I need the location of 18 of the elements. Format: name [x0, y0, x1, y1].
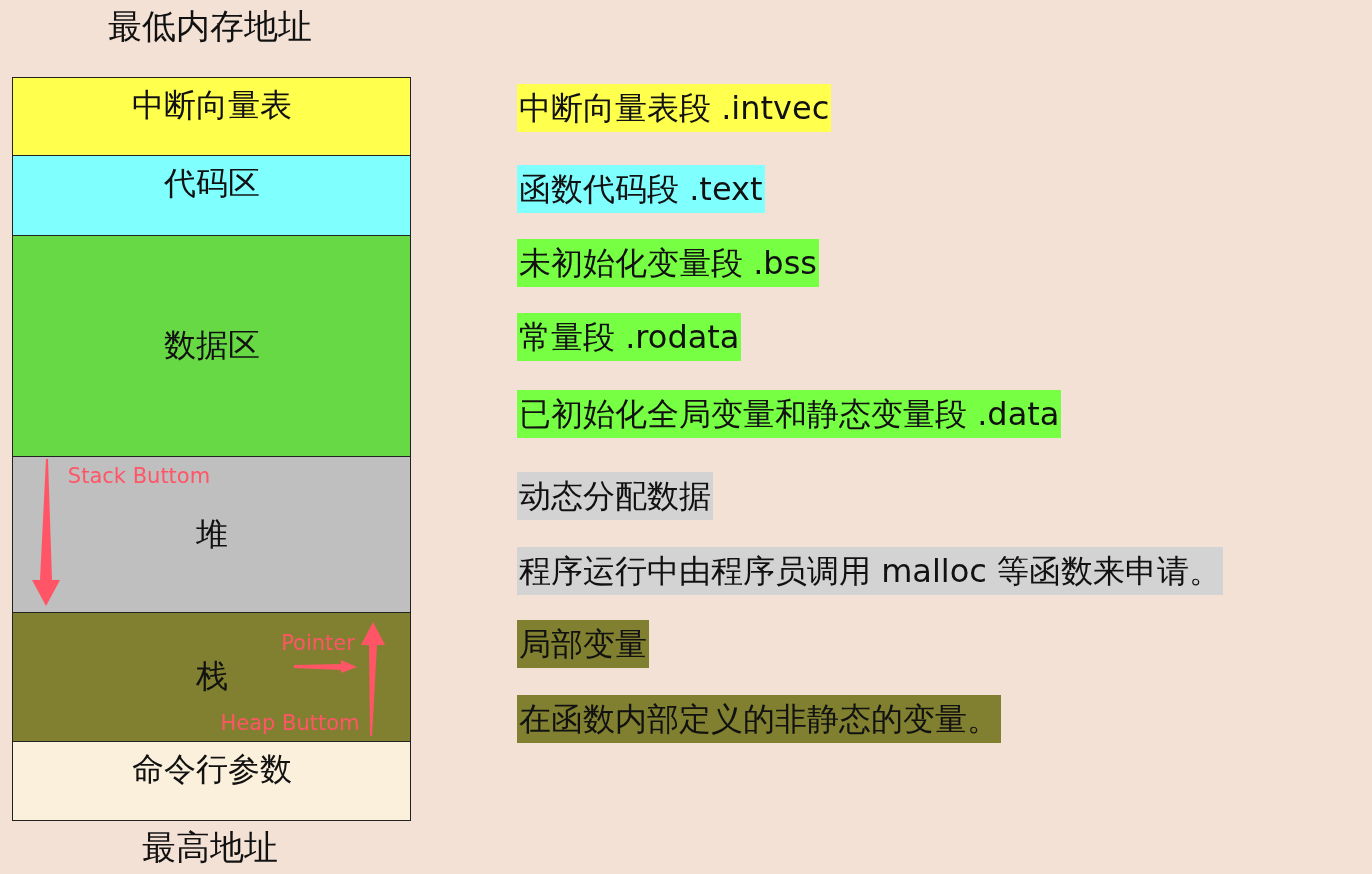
memory-segment-box: 命令行参数 [12, 741, 411, 821]
highlighted-text: 动态分配数据 [517, 472, 713, 520]
highlighted-text: 常量段 .rodata [517, 313, 742, 361]
memory-segment-box: 数据区 [12, 235, 411, 457]
memory-segment-box: 代码区 [12, 155, 411, 236]
highlighted-text: 未初始化变量段 .bss [517, 239, 819, 287]
highlighted-text: 程序运行中由程序员调用 malloc 等函数来申请。 [517, 547, 1224, 595]
label-text: 最高地址 [142, 826, 278, 869]
memory-segment-box: 中断向量表 [12, 77, 411, 156]
label-text: 最低内存地址 [108, 5, 312, 48]
highlighted-text: 中断向量表段 .intvec [517, 84, 832, 132]
highlighted-text: 函数代码段 .text [517, 165, 765, 213]
highlighted-text: 在函数内部定义的非静态的变量。 [517, 695, 1001, 743]
arrow-label: Heap Buttom [220, 711, 360, 735]
highlighted-text: 局部变量 [517, 620, 649, 668]
arrow-label: Pointer [281, 631, 355, 655]
arrow-label: Stack Buttom [67, 464, 211, 488]
highlighted-text: 已初始化全局变量和静态变量段 .data [517, 390, 1062, 438]
